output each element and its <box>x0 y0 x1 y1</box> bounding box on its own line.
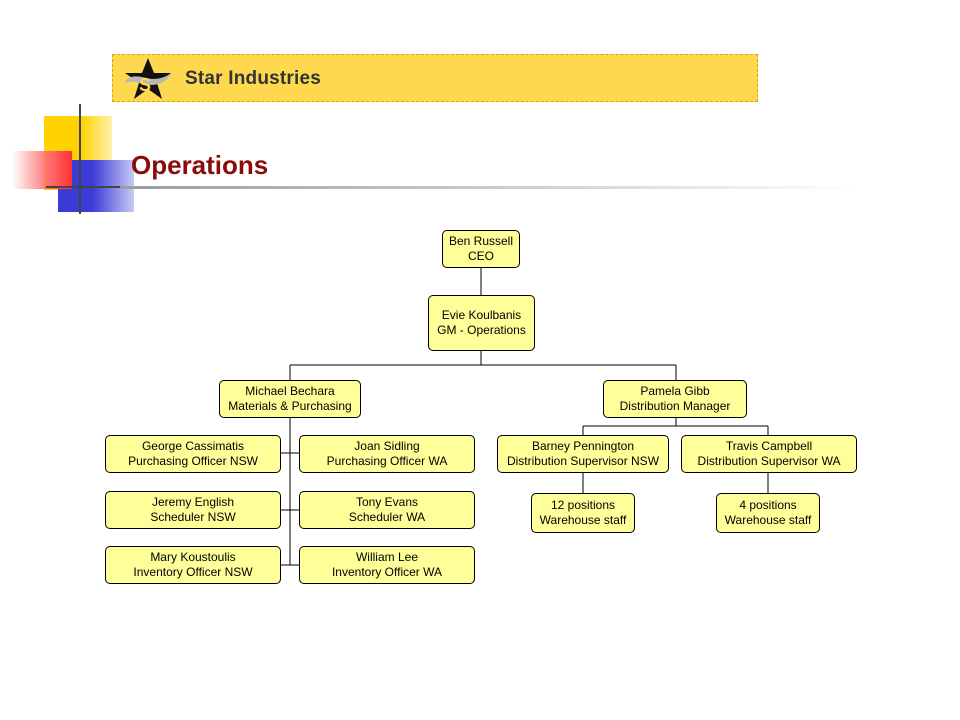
node-name: Tony Evans <box>355 495 419 509</box>
node-role: Inventory Officer NSW <box>133 565 253 579</box>
node-name: 12 positions <box>550 498 616 512</box>
node-role: Distribution Supervisor NSW <box>506 454 660 468</box>
node-name: Joan Sidling <box>354 439 420 453</box>
node-role: Purchasing Officer WA <box>326 454 448 468</box>
node-role: Warehouse staff <box>539 513 627 527</box>
node-name: Pamela Gibb <box>640 384 710 398</box>
org-node-warehouse-wa: 4 positions Warehouse staff <box>716 493 820 533</box>
node-role: Scheduler WA <box>348 510 426 524</box>
decorative-horizontal-line <box>46 186 124 188</box>
decorative-red-block <box>12 151 72 189</box>
org-node-purchasing-wa: Joan Sidling Purchasing Officer WA <box>299 435 475 473</box>
node-role: CEO <box>467 249 494 263</box>
company-name: Star Industries <box>185 68 322 89</box>
svg-text:S: S <box>139 75 151 95</box>
node-role: Distribution Supervisor WA <box>697 454 841 468</box>
org-node-ceo: Ben Russell CEO <box>442 230 520 268</box>
title-underline <box>120 186 860 189</box>
node-role: Inventory Officer WA <box>331 565 443 579</box>
node-name: George Cassimatis <box>141 439 245 453</box>
node-name: Travis Campbell <box>725 439 813 453</box>
node-name: William Lee <box>355 550 418 564</box>
node-name: Mary Koustoulis <box>150 550 236 564</box>
org-node-inventory-wa: William Lee Inventory Officer WA <box>299 546 475 584</box>
node-name: Michael Bechara <box>245 384 335 398</box>
node-role: GM - Operations <box>437 323 526 337</box>
page-title: Operations <box>131 150 269 180</box>
org-node-scheduler-nsw: Jeremy English Scheduler NSW <box>105 491 281 529</box>
node-name: Barney Pennington <box>531 439 635 453</box>
org-node-supervisor-wa: Travis Campbell Distribution Supervisor … <box>681 435 857 473</box>
node-role: Warehouse staff <box>724 513 812 527</box>
company-banner: S Star Industries <box>112 54 758 102</box>
star-logo-icon: S <box>124 58 172 99</box>
node-role: Purchasing Officer NSW <box>128 454 258 468</box>
decorative-vertical-line <box>79 104 81 214</box>
org-node-warehouse-nsw: 12 positions Warehouse staff <box>531 493 635 533</box>
node-role: Scheduler NSW <box>150 510 236 524</box>
org-node-gm-operations: Evie Koulbanis GM - Operations <box>428 295 535 351</box>
node-name: Ben Russell <box>448 234 514 248</box>
node-name: Evie Koulbanis <box>441 308 522 322</box>
org-node-materials-manager: Michael Bechara Materials & Purchasing <box>219 380 361 418</box>
org-node-scheduler-wa: Tony Evans Scheduler WA <box>299 491 475 529</box>
node-name: Jeremy English <box>151 495 235 509</box>
org-node-supervisor-nsw: Barney Pennington Distribution Superviso… <box>497 435 669 473</box>
org-node-inventory-nsw: Mary Koustoulis Inventory Officer NSW <box>105 546 281 584</box>
org-node-purchasing-nsw: George Cassimatis Purchasing Officer NSW <box>105 435 281 473</box>
node-role: Materials & Purchasing <box>228 399 352 413</box>
org-node-distribution-manager: Pamela Gibb Distribution Manager <box>603 380 747 418</box>
node-name: 4 positions <box>739 498 797 512</box>
node-role: Distribution Manager <box>619 399 731 413</box>
